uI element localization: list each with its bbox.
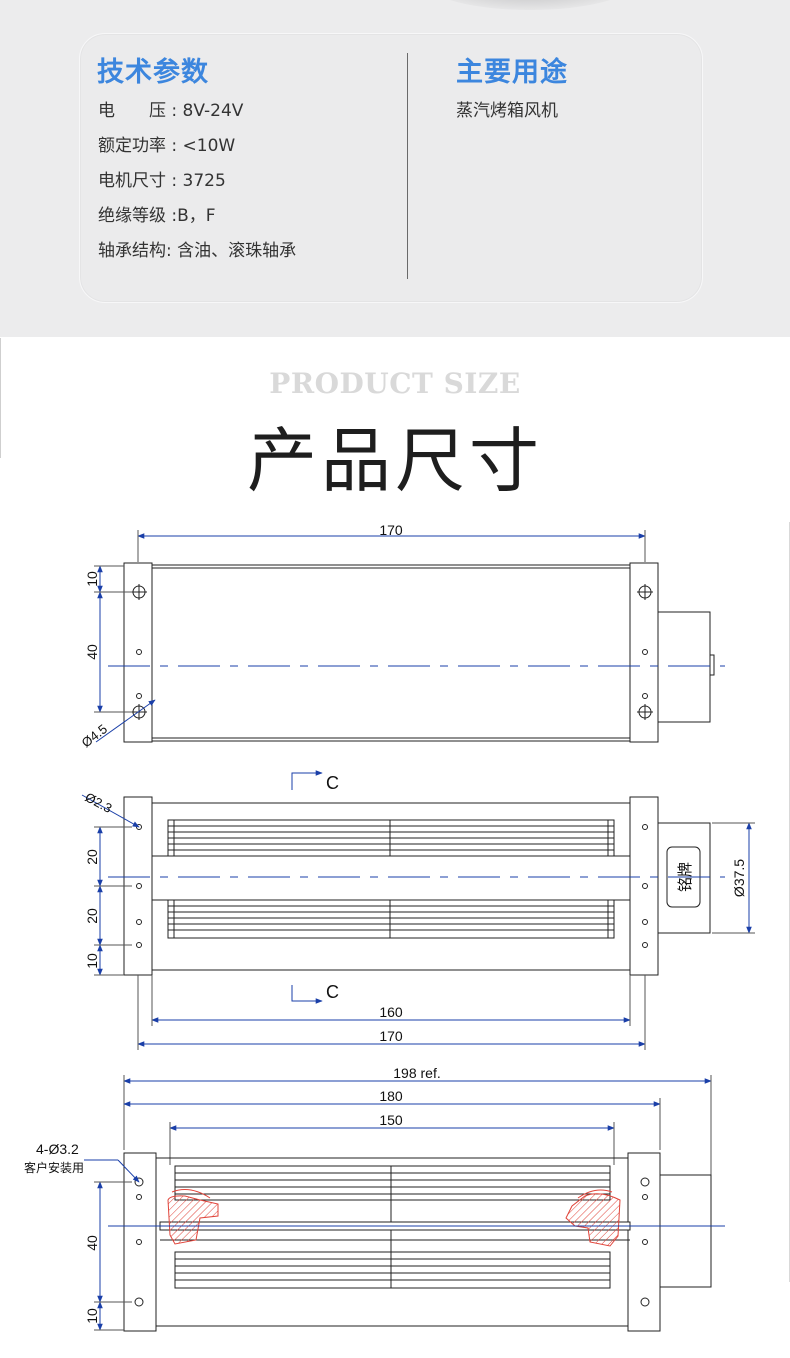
section-label-top: C — [326, 773, 339, 793]
dim-motor-diameter: Ø37.5 — [731, 859, 747, 897]
dim-section-40: 40 — [84, 1235, 100, 1251]
drawing-top-view — [94, 530, 725, 743]
spec-row-insulation: 绝缘等级 :B，F — [98, 206, 216, 226]
spec-row-voltage: 电 压 : 8V-24V — [98, 101, 244, 121]
dim-overall-198: 198 ref. — [393, 1065, 440, 1081]
mounting-holes-note: 客户安装用 — [24, 1160, 84, 1175]
drawing-side-view — [81, 770, 755, 1050]
drawing-section-view — [84, 1075, 725, 1332]
dim-180: 180 — [379, 1088, 403, 1104]
dim-top-width: 170 — [379, 522, 403, 538]
spec-title: 技术参数 — [97, 57, 209, 88]
edge-line-left — [0, 338, 1, 458]
spec-card — [79, 33, 703, 303]
dim-top-10: 10 — [84, 571, 100, 587]
spec-row-motor-size: 电机尺寸 : 3725 — [98, 171, 226, 191]
dim-150: 150 — [379, 1112, 403, 1128]
spec-row-bearing: 轴承结构: 含油、滚珠轴承 — [98, 241, 297, 261]
nameplate-label: 铭牌 — [677, 862, 694, 892]
size-title-en: PRODUCT SIZE — [269, 367, 521, 400]
dim-side-hole: Ø2.3 — [83, 789, 115, 815]
dim-side-20a: 20 — [84, 849, 100, 865]
usage-text: 蒸汽烤箱风机 — [456, 101, 558, 121]
product-shadow — [430, 0, 630, 10]
dim-side-inner: 160 — [379, 1004, 403, 1020]
spec-row-power: 额定功率 : <10W — [98, 136, 236, 156]
card-divider — [407, 53, 408, 279]
size-title-cn: 产品尺寸 — [247, 420, 543, 502]
mounting-holes-label: 4-Ø3.2 — [36, 1141, 79, 1157]
dim-section-10: 10 — [84, 1308, 100, 1324]
usage-title: 主要用途 — [456, 57, 568, 88]
dim-side-outer: 170 — [379, 1028, 403, 1044]
dim-top-40: 40 — [84, 644, 100, 660]
dim-top-hole: Ø4.5 — [79, 721, 110, 750]
dim-side-20b: 20 — [84, 908, 100, 924]
dim-side-10: 10 — [84, 953, 100, 969]
section-label-bottom: C — [326, 982, 339, 1002]
